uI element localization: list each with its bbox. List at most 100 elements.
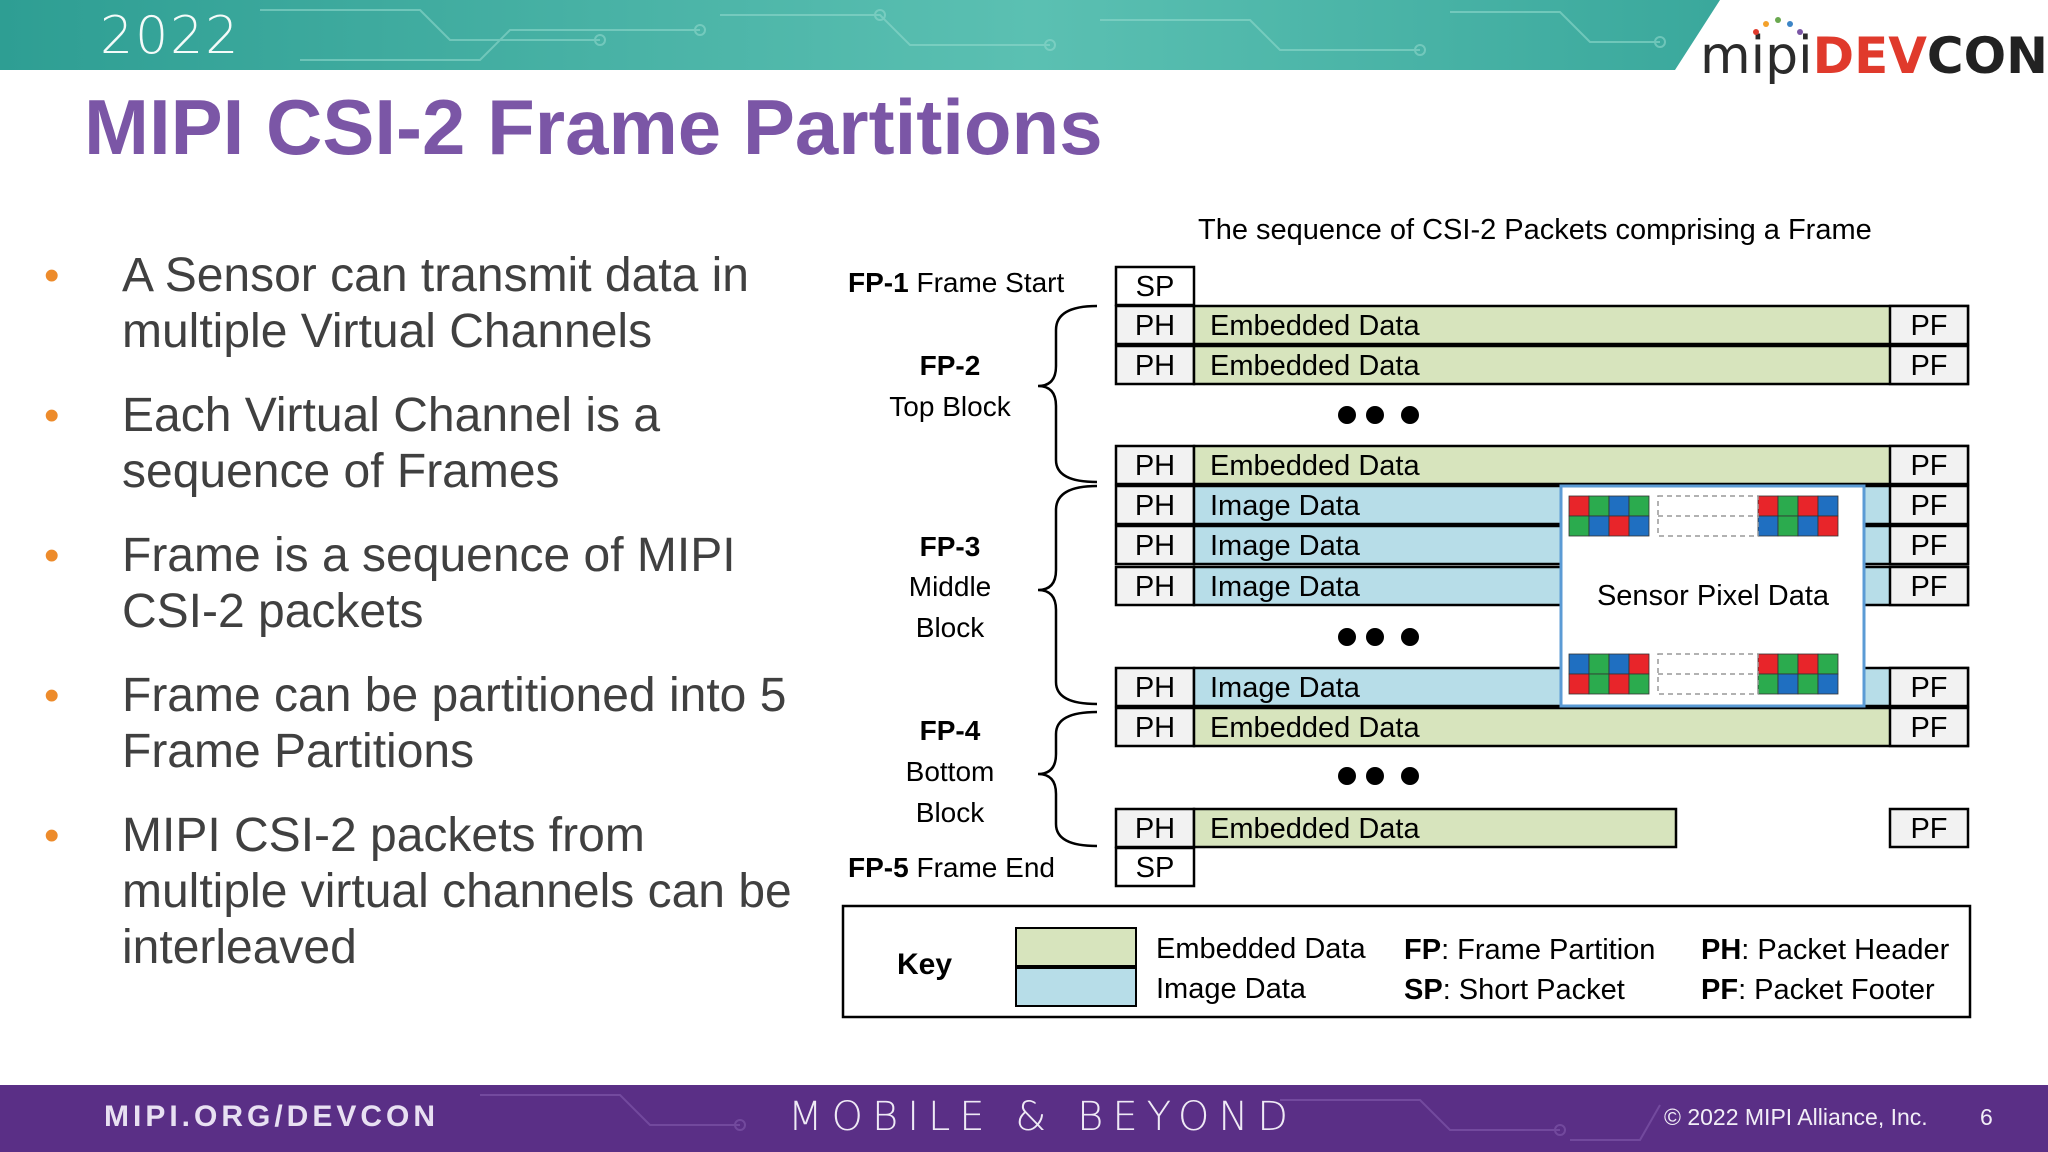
logo-con-text: CON bbox=[1926, 27, 2048, 85]
pixel-cell bbox=[1588, 495, 1610, 517]
embedded-data-label: Embedded Data bbox=[1210, 350, 1420, 382]
ph-label: PH bbox=[1135, 450, 1175, 482]
bullet-item: •Each Virtual Channel is a sequence of F… bbox=[44, 389, 661, 498]
sensor-pixel-label: Sensor Pixel Data bbox=[1597, 580, 1830, 612]
ph-label: PH bbox=[1135, 530, 1175, 562]
pixel-cell bbox=[1608, 495, 1630, 517]
ph-label: PH bbox=[1135, 350, 1175, 382]
packet-row: PH Embedded Data PF bbox=[1114, 304, 1970, 346]
ph-label: PH bbox=[1135, 813, 1175, 845]
embedded-data-cell bbox=[1192, 444, 1970, 486]
key-embedded-label: Embedded Data bbox=[1156, 933, 1366, 965]
embedded-data-cell bbox=[1192, 304, 1970, 346]
embedded-data-cell bbox=[1192, 807, 1678, 849]
fp4-brace bbox=[1037, 710, 1098, 848]
key-embedded-swatch bbox=[1015, 927, 1137, 967]
logo-dots-icon bbox=[1753, 17, 1803, 35]
pf-label: PF bbox=[1910, 571, 1947, 603]
pixel-cell bbox=[1568, 515, 1590, 537]
ph-label: PH bbox=[1135, 310, 1175, 342]
pixel-cell bbox=[1628, 495, 1650, 517]
pixel-cell bbox=[1817, 673, 1839, 695]
key-legend: Key Embedded Data Image Data FP: Frame P… bbox=[841, 904, 1972, 1019]
key-pf-def: PF: Packet Footer bbox=[1701, 974, 1935, 1006]
footer-copyright: © 2022 MIPI Alliance, Inc. bbox=[1664, 1104, 1928, 1130]
pixel-cell bbox=[1568, 673, 1590, 695]
pixel-cell bbox=[1608, 653, 1630, 675]
diagram-caption: The sequence of CSI-2 Packets comprising… bbox=[1198, 214, 1872, 246]
mipi-devcon-logo: mipiDEVCON bbox=[1700, 17, 2048, 86]
pf-label: PF bbox=[1910, 310, 1947, 342]
packet-row: PH Embedded Data PF bbox=[1114, 444, 1970, 486]
bullet-icon: • bbox=[44, 391, 60, 440]
bullet-item: •A Sensor can transmit data in multiple … bbox=[44, 249, 749, 358]
image-data-label: Image Data bbox=[1210, 530, 1361, 562]
fp3-desc-1: Middle bbox=[909, 571, 991, 602]
page-number: 6 bbox=[1980, 1104, 1993, 1130]
pixel-cell bbox=[1588, 515, 1610, 537]
pixel-cell bbox=[1797, 495, 1819, 517]
pixel-cell bbox=[1568, 495, 1590, 517]
bullet-item: •Frame is a sequence of MIPI CSI-2 packe… bbox=[44, 529, 736, 638]
bullet-icon: • bbox=[44, 671, 60, 720]
pixel-cell bbox=[1817, 515, 1839, 537]
short-packet-row: SP bbox=[1114, 846, 1196, 888]
fp4-desc-1: Bottom bbox=[906, 756, 995, 787]
pixel-cell bbox=[1797, 653, 1819, 675]
fp4-label: FP-4 bbox=[920, 715, 981, 746]
pixel-cell bbox=[1797, 673, 1819, 695]
frame-partition-diagram: The sequence of CSI-2 Packets comprising… bbox=[841, 214, 1972, 1019]
embedded-data-label: Embedded Data bbox=[1210, 310, 1420, 342]
pf-label: PF bbox=[1910, 813, 1947, 845]
sp-label: SP bbox=[1136, 271, 1175, 303]
pf-label: PF bbox=[1910, 672, 1947, 704]
embedded-data-label: Embedded Data bbox=[1210, 813, 1420, 845]
pf-cell bbox=[1888, 344, 1970, 386]
pixel-cell bbox=[1777, 673, 1799, 695]
bullet-icon: • bbox=[44, 531, 60, 580]
footer-tagline: MOBILE & BEYOND bbox=[788, 1094, 1298, 1140]
ph-cell bbox=[1114, 304, 1196, 346]
embedded-data-label: Embedded Data bbox=[1210, 712, 1420, 744]
pixel-cell bbox=[1757, 495, 1779, 517]
packet-row: PH Embedded Data PF bbox=[1114, 706, 1970, 748]
pf-label: PF bbox=[1910, 450, 1947, 482]
event-year: 2022 bbox=[100, 6, 241, 66]
pf-label: PF bbox=[1910, 350, 1947, 382]
pixel-cell bbox=[1777, 653, 1799, 675]
footer-banner bbox=[0, 1085, 2048, 1152]
pixel-cell bbox=[1628, 673, 1650, 695]
ph-cell bbox=[1114, 524, 1196, 566]
bullet-icon: • bbox=[44, 251, 60, 300]
key-image-swatch bbox=[1015, 967, 1137, 1007]
sp-cell bbox=[1114, 846, 1196, 888]
pf-cell bbox=[1888, 666, 1970, 708]
fp3-desc-2: Block bbox=[916, 612, 985, 643]
header-banner bbox=[0, 0, 1720, 70]
pf-cell bbox=[1888, 706, 1970, 748]
fp2-desc: Top Block bbox=[889, 391, 1011, 422]
pixel-cell bbox=[1628, 515, 1650, 537]
ph-label: PH bbox=[1135, 712, 1175, 744]
ph-cell bbox=[1114, 666, 1196, 708]
pixel-cell bbox=[1757, 653, 1779, 675]
slide-title: MIPI CSI-2 Frame Partitions bbox=[84, 83, 1103, 171]
pixel-cell bbox=[1777, 495, 1799, 517]
ph-cell bbox=[1114, 706, 1196, 748]
fp2-brace bbox=[1037, 304, 1098, 484]
pixel-cell bbox=[1628, 653, 1650, 675]
key-title: Key bbox=[897, 948, 952, 981]
pf-label: PF bbox=[1910, 490, 1947, 522]
bullet-list: •A Sensor can transmit data in multiple … bbox=[40, 248, 820, 1004]
pixel-grid-top bbox=[1568, 495, 1839, 537]
key-sp-def: SP: Short Packet bbox=[1404, 974, 1625, 1006]
pixel-grid-bottom bbox=[1568, 653, 1839, 695]
bullet-item: •Frame can be partitioned into 5 Frame P… bbox=[44, 669, 787, 778]
ph-label: PH bbox=[1135, 672, 1175, 704]
image-data-label: Image Data bbox=[1210, 490, 1361, 522]
key-image-label: Image Data bbox=[1156, 973, 1307, 1005]
pf-label: PF bbox=[1910, 712, 1947, 744]
embedded-data-label: Embedded Data bbox=[1210, 450, 1420, 482]
image-data-label: Image Data bbox=[1210, 571, 1361, 603]
sp-label: SP bbox=[1136, 852, 1175, 884]
